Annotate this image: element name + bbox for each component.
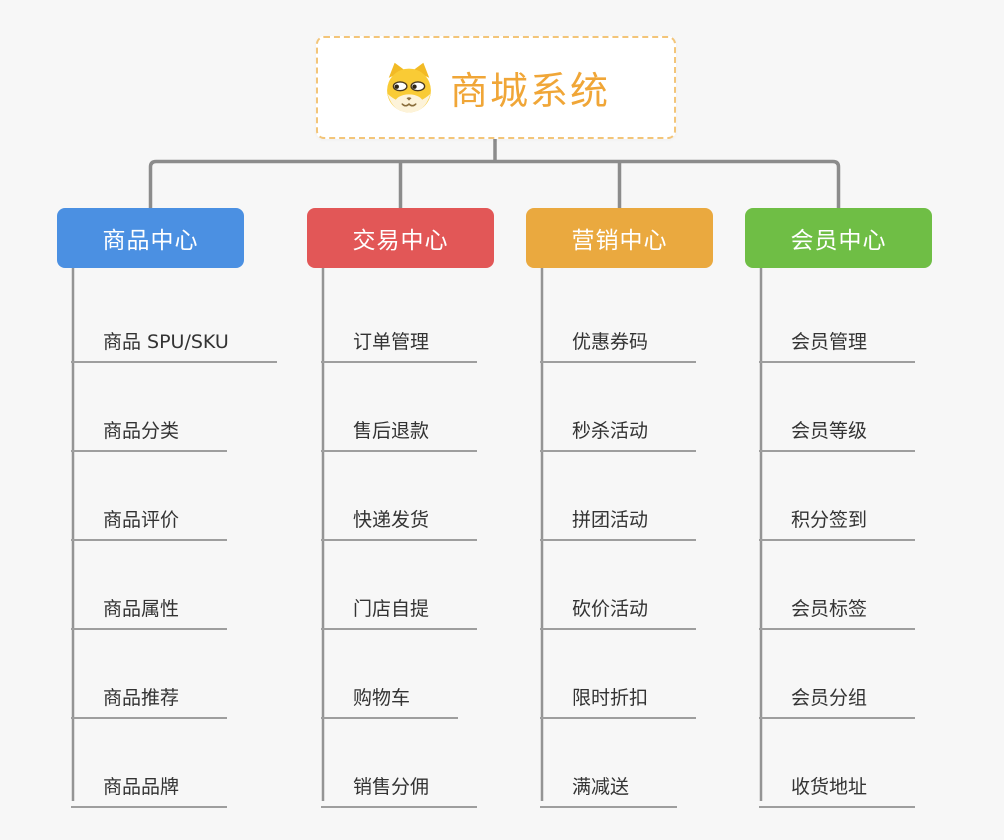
topic-item-label: 优惠券码 [572,331,649,354]
topic-item-label: 订单管理 [353,331,430,354]
topic-item[interactable]: 订单管理 [321,308,478,363]
branch-label: 会员中心 [790,228,887,254]
topic-item[interactable]: 门店自提 [321,575,478,630]
branch-label: 营销中心 [571,228,668,254]
topic-item-label: 售后退款 [353,420,430,443]
topic-item[interactable]: 会员标签 [759,575,916,630]
branch-bus-line [148,159,841,208]
topic-item[interactable]: 限时折扣 [540,664,697,719]
topic-item[interactable]: 销售分佣 [321,753,478,808]
topic-item[interactable]: 购物车 [321,664,459,719]
topic-item-label: 商品分类 [103,420,180,443]
topic-item-label: 商品推荐 [103,687,180,710]
topic-item-label: 商品品牌 [103,776,180,799]
topic-item-label: 会员管理 [791,331,868,354]
branch-member-center[interactable]: 会员中心 [745,208,932,268]
topic-item-label: 积分签到 [791,509,868,532]
topic-item[interactable]: 收货地址 [759,753,916,808]
topic-item[interactable]: 商品评价 [71,486,228,541]
topic-item-label: 商品评价 [103,509,180,532]
topic-item-label: 快递发货 [353,509,430,532]
topic-item[interactable]: 会员等级 [759,397,916,452]
dog-face-icon [387,62,431,112]
branch-label: 商品中心 [102,228,199,254]
topic-item[interactable]: 优惠券码 [540,308,697,363]
topic-item[interactable]: 商品分类 [71,397,228,452]
topic-item[interactable]: 秒杀活动 [540,397,697,452]
topic-item-label: 商品 SPU/SKU [103,331,229,354]
topic-item-label: 会员分组 [791,687,868,710]
topic-item[interactable]: 售后退款 [321,397,478,452]
topic-item[interactable]: 快递发货 [321,486,478,541]
topic-item[interactable]: 商品品牌 [71,753,228,808]
topic-item-label: 拼团活动 [572,509,649,532]
topic-item[interactable]: 会员管理 [759,308,916,363]
topic-item[interactable]: 砍价活动 [540,575,697,630]
topic-item-label: 秒杀活动 [572,420,649,443]
topic-item-label: 限时折扣 [572,687,649,710]
topic-item-label: 购物车 [353,687,411,710]
topic-item-label: 商品属性 [103,598,180,621]
branch-marketing-center[interactable]: 营销中心 [526,208,713,268]
topic-item[interactable]: 满减送 [540,753,678,808]
topic-item-label: 销售分佣 [353,776,430,799]
topic-item-label: 收货地址 [791,776,868,799]
topic-item[interactable]: 会员分组 [759,664,916,719]
topic-item-label: 门店自提 [353,598,430,621]
branch-label: 交易中心 [352,228,449,254]
topic-item-label: 满减送 [572,776,630,799]
topic-item[interactable]: 商品 SPU/SKU [71,308,277,363]
root-node[interactable]: 商城系统 [316,36,676,139]
branch-product-center[interactable]: 商品中心 [57,208,244,268]
branch-trade-center[interactable]: 交易中心 [307,208,494,268]
topic-item[interactable]: 商品属性 [71,575,228,630]
topic-item-label: 会员等级 [791,420,868,443]
topic-item[interactable]: 拼团活动 [540,486,697,541]
topic-item[interactable]: 积分签到 [759,486,916,541]
root-title: 商城系统 [449,69,610,113]
topic-item-label: 会员标签 [791,598,868,621]
topic-item[interactable]: 商品推荐 [71,664,228,719]
topic-item-label: 砍价活动 [572,598,649,621]
